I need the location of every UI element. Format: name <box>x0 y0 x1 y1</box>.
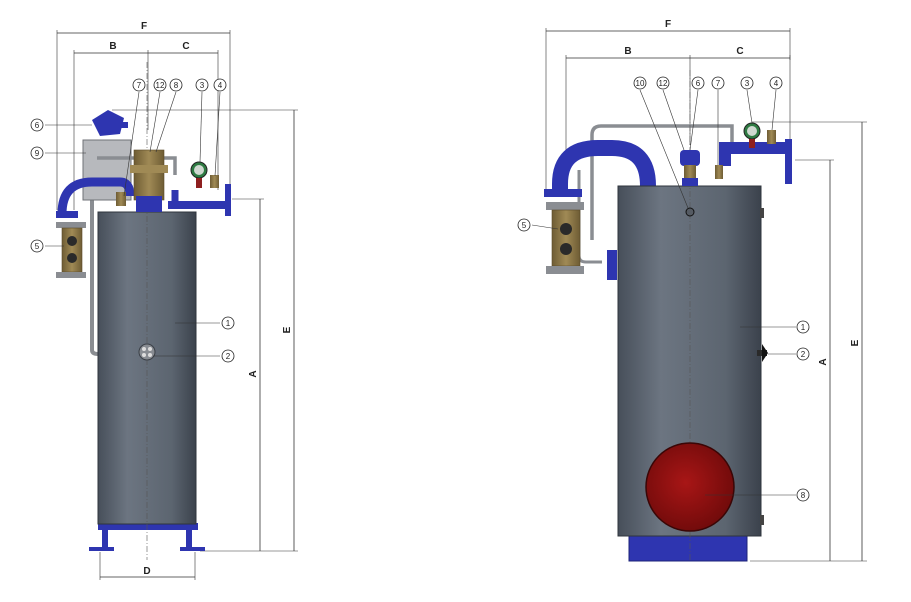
svg-text:1: 1 <box>226 319 231 328</box>
left-dim-E: E <box>282 326 293 333</box>
svg-text:8: 8 <box>801 491 806 500</box>
left-dim-B: B <box>109 41 116 52</box>
left-callout-1: 1 <box>221 316 235 330</box>
right-dimension-labels: F B C A E <box>624 19 861 366</box>
right-gauge-3 <box>743 122 761 148</box>
control-housing <box>82 139 132 201</box>
right-callout-3: 3 <box>740 76 754 90</box>
right-valve-7 <box>715 165 723 179</box>
svg-text:8: 8 <box>174 81 179 90</box>
svg-text:4: 4 <box>774 79 779 88</box>
left-dim-D: D <box>143 566 150 577</box>
svg-text:6: 6 <box>696 79 701 88</box>
left-dimension-lines <box>56 30 298 580</box>
right-dim-C: C <box>736 46 743 57</box>
right-dim-E: E <box>850 339 861 346</box>
left-view: 6 9 5 7 12 8 3 4 1 2 F B C D A E <box>30 21 298 580</box>
svg-text:12: 12 <box>156 81 165 90</box>
svg-text:2: 2 <box>801 350 806 359</box>
left-callout-5: 5 <box>30 239 44 253</box>
svg-text:4: 4 <box>218 81 223 90</box>
left-callout-2: 2 <box>221 349 235 363</box>
svg-text:5: 5 <box>35 242 40 251</box>
left-dimension-labels: F B C D A E <box>109 21 293 577</box>
right-manhole-8 <box>645 442 735 532</box>
svg-text:7: 7 <box>137 81 142 90</box>
right-callout-2: 2 <box>796 347 810 361</box>
left-callout-8: 8 <box>169 78 183 92</box>
left-callout-9: 9 <box>30 146 44 160</box>
svg-text:3: 3 <box>745 79 750 88</box>
right-callout-12: 12 <box>656 76 670 90</box>
right-callout-4: 4 <box>769 76 783 90</box>
left-callouts: 6 9 5 7 12 8 3 4 1 2 <box>30 78 235 363</box>
left-dim-C: C <box>182 41 189 52</box>
right-dim-F: F <box>665 19 671 30</box>
left-sightglass-2 <box>138 343 156 361</box>
svg-text:10: 10 <box>636 79 645 88</box>
svg-text:12: 12 <box>659 79 668 88</box>
right-base-frame <box>628 534 748 562</box>
right-valve-5 <box>546 202 584 274</box>
right-dim-B: B <box>624 46 631 57</box>
right-callouts: 5 10 12 6 7 3 4 1 2 8 <box>517 76 810 502</box>
left-dim-A: A <box>248 370 259 377</box>
right-valve-4 <box>767 130 776 144</box>
left-burner-head <box>116 149 168 212</box>
right-port-10 <box>685 207 695 217</box>
left-pipework <box>56 139 231 356</box>
right-callout-1: 1 <box>796 320 810 334</box>
left-callout-12: 12 <box>153 78 167 92</box>
right-callout-5: 5 <box>517 218 531 232</box>
right-sensor-12 <box>680 150 700 186</box>
right-callout-8: 8 <box>796 488 810 502</box>
left-valve-5 <box>56 222 86 278</box>
left-support-legs <box>89 523 205 551</box>
left-gauge-3 <box>190 161 208 188</box>
left-dim-F: F <box>141 21 147 32</box>
svg-text:9: 9 <box>35 149 40 158</box>
left-callout-7: 7 <box>132 78 146 92</box>
svg-text:6: 6 <box>35 121 40 130</box>
right-dim-A: A <box>818 358 829 365</box>
right-callout-6: 6 <box>691 76 705 90</box>
left-valve-4 <box>210 175 219 188</box>
right-callout-7: 7 <box>711 76 725 90</box>
svg-text:5: 5 <box>522 221 527 230</box>
left-callout-3: 3 <box>195 78 209 92</box>
left-leader-lines <box>45 91 221 357</box>
right-view: 5 10 12 6 7 3 4 1 2 8 F B C A E <box>517 19 867 562</box>
right-dimension-lines <box>545 28 867 562</box>
left-callout-4: 4 <box>213 78 227 92</box>
svg-text:3: 3 <box>200 81 205 90</box>
svg-text:2: 2 <box>226 352 231 361</box>
right-callout-10: 10 <box>633 76 647 90</box>
left-callout-6: 6 <box>30 118 44 132</box>
left-sensor-6 <box>92 110 128 136</box>
right-valve-2 <box>757 344 768 362</box>
svg-text:1: 1 <box>801 323 806 332</box>
svg-text:7: 7 <box>716 79 721 88</box>
right-leader-lines <box>531 89 796 496</box>
